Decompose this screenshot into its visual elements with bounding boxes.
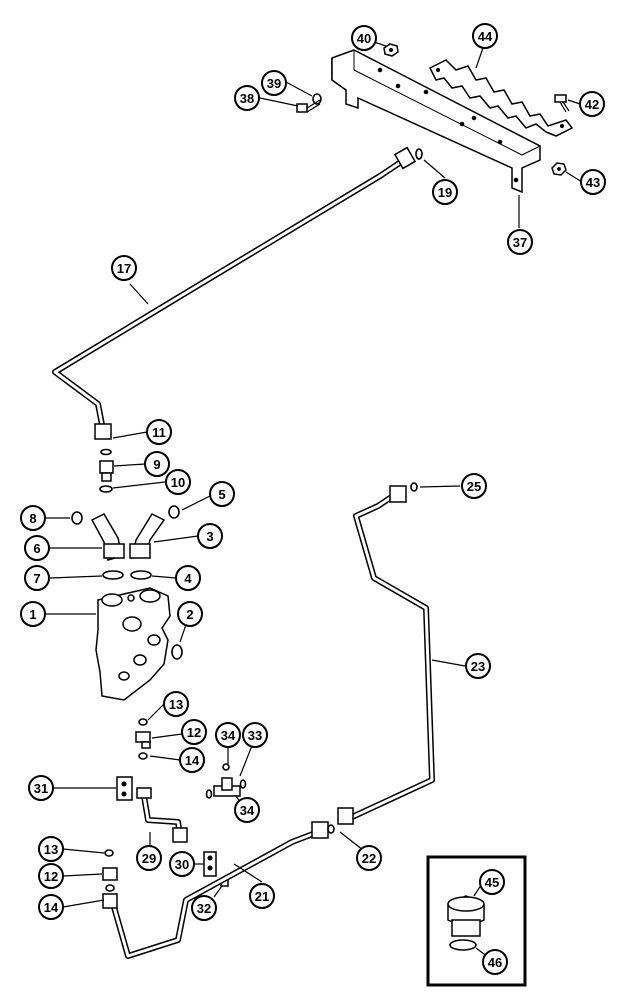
callout-29: 29: [136, 845, 162, 871]
callout-21: 21: [249, 883, 275, 909]
callout-label: 32: [197, 901, 211, 916]
callout-31: 31: [28, 775, 54, 801]
callout-label: 46: [488, 955, 502, 970]
callout-label: 13: [169, 697, 183, 712]
callout-label: 14: [185, 753, 200, 768]
callout-9: 9: [144, 451, 170, 477]
callout-34-upper: 34: [215, 722, 241, 748]
leader-lines: [37, 41, 583, 961]
steel-tube-23: [337, 482, 435, 825]
callout-label: 22: [362, 851, 376, 866]
callout-label: 6: [33, 541, 40, 556]
callout-12-upper: 12: [181, 719, 207, 745]
callout-42: 42: [579, 91, 605, 117]
tee-fitting: [205, 763, 247, 799]
callout-label: 38: [240, 91, 254, 106]
callout-17: 17: [111, 255, 137, 281]
callout-13-lower: 13: [38, 836, 64, 862]
callout-43: 43: [580, 169, 606, 195]
steel-tube-17: [52, 146, 423, 440]
callout-44: 44: [472, 23, 498, 49]
callout-label: 34: [221, 728, 236, 743]
callout-label: 12: [187, 725, 201, 740]
callout-label: 11: [152, 425, 166, 440]
steel-tube-21: [102, 821, 335, 959]
callout-label: 30: [175, 857, 189, 872]
callout-4: 4: [175, 565, 201, 591]
callout-11: 11: [146, 419, 172, 445]
callout-14-upper: 14: [179, 747, 205, 773]
callout-45: 45: [479, 869, 505, 895]
callout-label: 43: [586, 175, 600, 190]
callout-5: 5: [209, 481, 235, 507]
callout-2: 2: [177, 601, 203, 627]
bracket-hardware: [296, 43, 570, 176]
callout-13-upper: 13: [163, 691, 189, 717]
callout-label: 34: [240, 803, 255, 818]
callout-46: 46: [482, 949, 508, 975]
callout-label: 5: [218, 487, 225, 502]
callout-30: 30: [169, 851, 195, 877]
callout-label: 21: [255, 889, 269, 904]
callout-label: 14: [44, 900, 59, 915]
callout-22: 22: [356, 845, 382, 871]
callout-label: 4: [184, 571, 192, 586]
callout-label: 1: [29, 607, 36, 622]
callout-33: 33: [242, 722, 268, 748]
callout-label: 29: [142, 851, 156, 866]
callout-10: 10: [165, 469, 191, 495]
inset-plug-detail: [426, 855, 527, 987]
callout-label: 19: [438, 185, 452, 200]
elbow-fittings: [71, 505, 180, 580]
tube-clamp-bar: [428, 59, 574, 137]
clip-31: [116, 776, 133, 801]
callout-39: 39: [261, 70, 287, 96]
callout-label: 42: [585, 97, 599, 112]
valve-body: [95, 587, 183, 701]
mounting-bracket: [331, 49, 541, 194]
callout-label: 25: [467, 479, 481, 494]
callout-label: 23: [471, 659, 485, 674]
callout-37: 37: [507, 229, 533, 255]
callout-1: 1: [20, 601, 46, 627]
callout-label: 33: [248, 728, 262, 743]
callout-25: 25: [461, 473, 487, 499]
callout-6: 6: [24, 535, 50, 561]
callout-38: 38: [234, 85, 260, 111]
callout-34-lower: 34: [234, 797, 260, 823]
callout-12-lower: 12: [38, 863, 64, 889]
callout-label: 13: [44, 842, 58, 857]
callout-label: 40: [357, 31, 371, 46]
callout-label: 31: [34, 781, 48, 796]
callout-40: 40: [351, 25, 377, 51]
callout-label: 7: [33, 571, 40, 586]
adapter-fitting-9: [99, 448, 114, 493]
callout-3: 3: [197, 523, 223, 549]
callout-7: 7: [24, 565, 50, 591]
short-tube-29: [136, 787, 188, 843]
callout-19: 19: [432, 179, 458, 205]
callout-14-lower: 14: [38, 894, 64, 920]
callout-label: 17: [117, 261, 131, 276]
callout-label: 2: [186, 607, 193, 622]
callout-23: 23: [465, 653, 491, 679]
callout-label: 45: [485, 875, 499, 890]
callout-label: 12: [44, 869, 58, 884]
callout-label: 3: [206, 529, 213, 544]
callout-8: 8: [20, 505, 46, 531]
callout-label: 44: [478, 29, 493, 44]
callout-label: 8: [29, 511, 36, 526]
callout-label: 39: [267, 76, 281, 91]
callout-label: 37: [513, 235, 527, 250]
callout-32: 32: [191, 895, 217, 921]
lower-fittings: [102, 718, 151, 892]
callout-label: 10: [171, 475, 185, 490]
callout-label: 9: [153, 457, 160, 472]
